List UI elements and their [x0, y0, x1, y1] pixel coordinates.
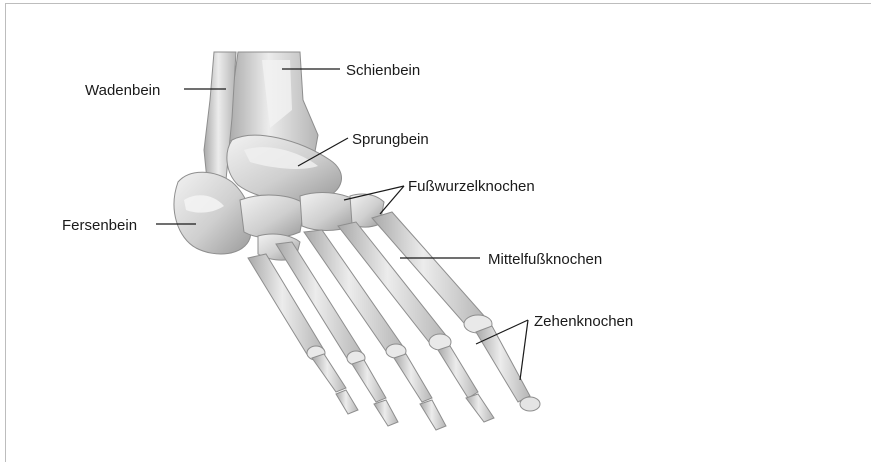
label-zehenknochen: Zehenknochen [534, 313, 633, 330]
talus-bone [227, 135, 342, 201]
label-wadenbein: Wadenbein [85, 82, 160, 99]
label-fusswurzelknochen: Fußwurzelknochen [408, 178, 535, 195]
label-fersenbein: Fersenbein [62, 217, 137, 234]
leader-line-zehen-b [520, 320, 528, 380]
label-schienbein: Schienbein [346, 62, 420, 79]
label-mittelfussknochen: Mittelfußknochen [488, 251, 602, 268]
label-sprungbein: Sprungbein [352, 131, 429, 148]
